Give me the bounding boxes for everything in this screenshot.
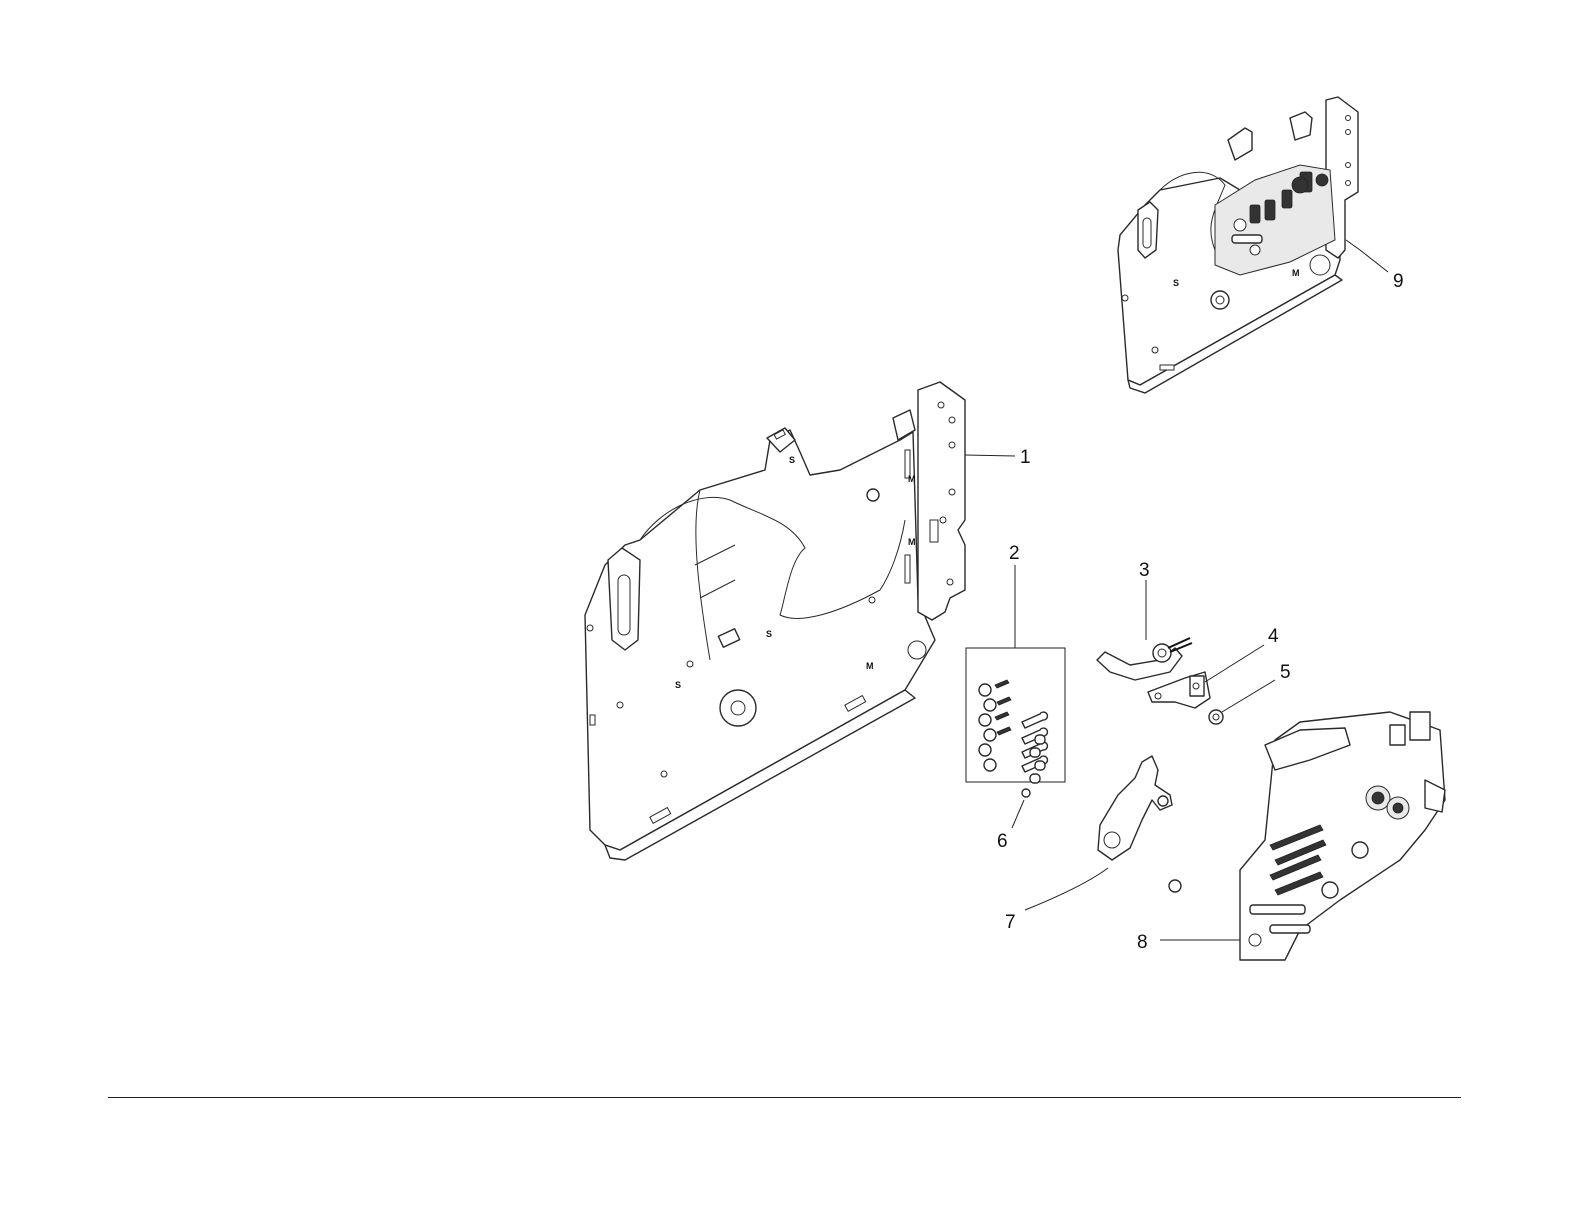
stamp-s-frame-top: S — [789, 455, 795, 465]
screw-illustration — [1209, 710, 1223, 724]
bracket-illustration — [1148, 672, 1210, 708]
callout-9: 9 — [1393, 271, 1404, 292]
assembled-unit-illustration: S M — [1118, 97, 1358, 393]
mechanism-housing-illustration — [1240, 712, 1445, 960]
stamp-m-frame-upper: M — [908, 474, 916, 484]
spring-kit-illustration — [966, 648, 1065, 782]
footer-divider — [108, 1097, 1461, 1098]
callout-4: 4 — [1268, 626, 1279, 647]
stamp-m-unit: M — [1292, 268, 1300, 278]
leader-5 — [1222, 680, 1275, 712]
callout-5: 5 — [1280, 662, 1291, 683]
callout-6: 6 — [997, 831, 1008, 852]
leader-1 — [965, 455, 1015, 456]
stamp-s-unit: S — [1173, 278, 1179, 288]
stamp-m-frame-middle: M — [908, 537, 916, 547]
leader-6 — [1012, 800, 1024, 828]
callout-8: 8 — [1137, 932, 1148, 953]
leader-7 — [1025, 868, 1108, 910]
stamp-m-frame-lower: M — [866, 661, 874, 671]
side-frame-illustration: S M M S S M — [585, 382, 965, 860]
callout-3: 3 — [1139, 560, 1150, 581]
leader-9 — [1346, 240, 1388, 272]
callout-2: 2 — [1009, 543, 1020, 564]
stamp-s-frame-center: S — [766, 629, 772, 639]
link-plate-illustration — [1098, 756, 1181, 892]
leader-4 — [1205, 645, 1264, 682]
callout-7: 7 — [1005, 912, 1016, 933]
callout-1: 1 — [1020, 447, 1031, 468]
lever-illustration — [1097, 638, 1192, 680]
stamp-s-frame-lower: S — [675, 680, 681, 690]
